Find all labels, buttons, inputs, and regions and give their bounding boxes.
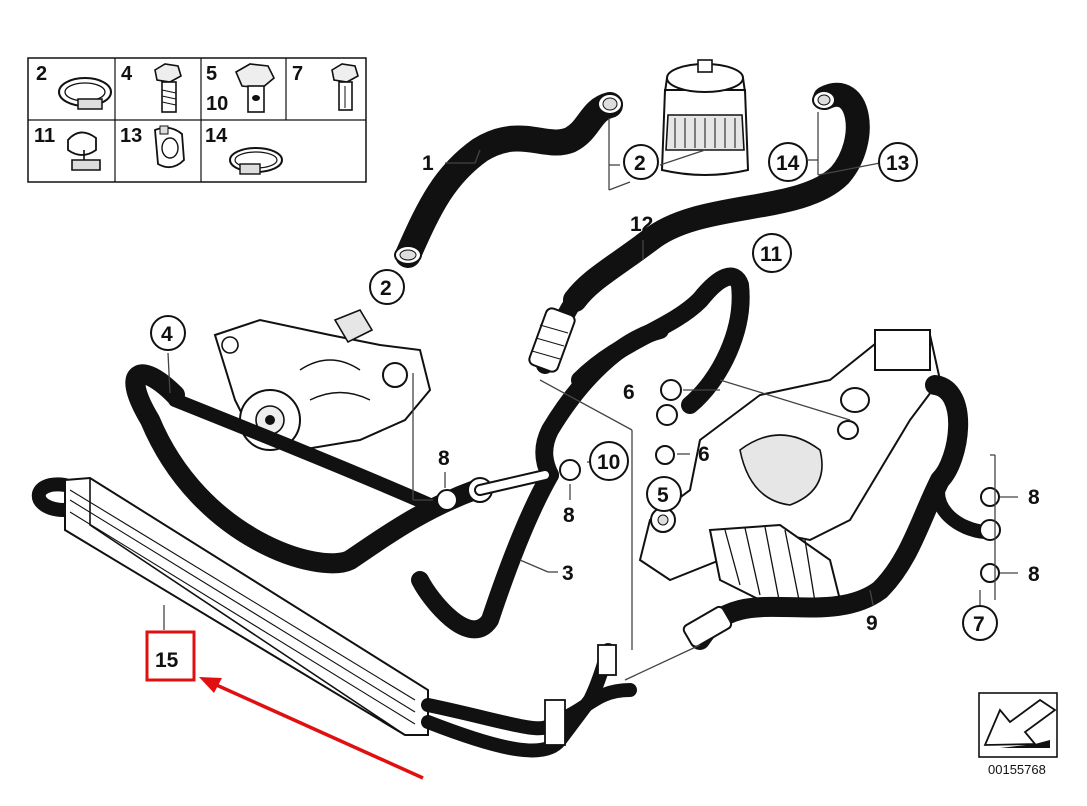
callout-9: 9 [866,612,878,635]
hose-1-suction-line [394,92,623,268]
callout-15: 15 [155,649,179,672]
hose-3-pressure-line [125,321,669,639]
callout-1: 1 [422,152,434,175]
inset-label-5: 5 [206,63,217,85]
leader-lines [163,112,1018,681]
callouts: 1 2 2 3 4 5 6 6 7 8 8 8 8 9 10 11 12 13 … [150,142,1040,641]
banjo-bolt-icon [234,63,275,113]
callout-8-right-lower: 8 [1028,563,1040,586]
callout-8-right-upper: 8 [1028,486,1040,509]
callout-11: 11 [760,243,783,266]
callout-7: 7 [973,613,985,636]
hose-13-return-line [563,82,870,312]
washers-and-nuts [655,379,1001,583]
inset-label-7: 7 [292,63,303,85]
worm-clamp-icon [229,147,283,175]
steering-gear [638,329,942,612]
reservoir [660,59,750,176]
inset-label-10: 10 [206,93,228,115]
hollow-bolt-icon [331,63,359,111]
callout-3: 3 [562,562,574,585]
callout-6-lower: 6 [698,443,710,466]
inset-label-13: 13 [120,125,142,147]
hose-11-line [571,267,750,414]
callout-10: 10 [597,451,620,474]
direction-arrow-box [978,692,1058,758]
bracket-clip-icon [67,131,101,171]
inset-label-14: 14 [205,125,228,147]
inset-label-4: 4 [121,63,133,85]
hose-clamp-icon [58,77,112,110]
callout-8-banjo: 8 [563,504,575,527]
callout-14: 14 [776,152,800,175]
highlight-box-15[interactable] [145,630,196,682]
callout-12: 12 [630,213,653,236]
small-parts-inset-table: 2 4 5 10 7 11 [27,57,367,183]
callout-2-top: 2 [634,152,646,175]
callout-2-pump: 2 [380,277,392,300]
reference-number: 00155768 [988,762,1046,777]
callout-6-upper: 6 [623,381,635,404]
hose-9-return-line [682,375,992,650]
inset-label-11: 11 [34,125,55,147]
hose-clip-icon [154,125,185,169]
inset-label-2: 2 [36,63,47,85]
hose-12-line [528,291,584,374]
bolt-icon [154,63,182,113]
callout-8-pump: 8 [438,447,450,470]
direction-arrow-icon [983,698,1057,748]
highlight-annotation: 15 [145,630,424,780]
callout-4: 4 [161,323,173,346]
red-arrow-icon [199,677,424,780]
callout-5: 5 [657,484,669,507]
banjo-fittings [436,459,581,511]
callout-13: 13 [886,152,909,175]
power-steering-cooler [31,476,637,758]
